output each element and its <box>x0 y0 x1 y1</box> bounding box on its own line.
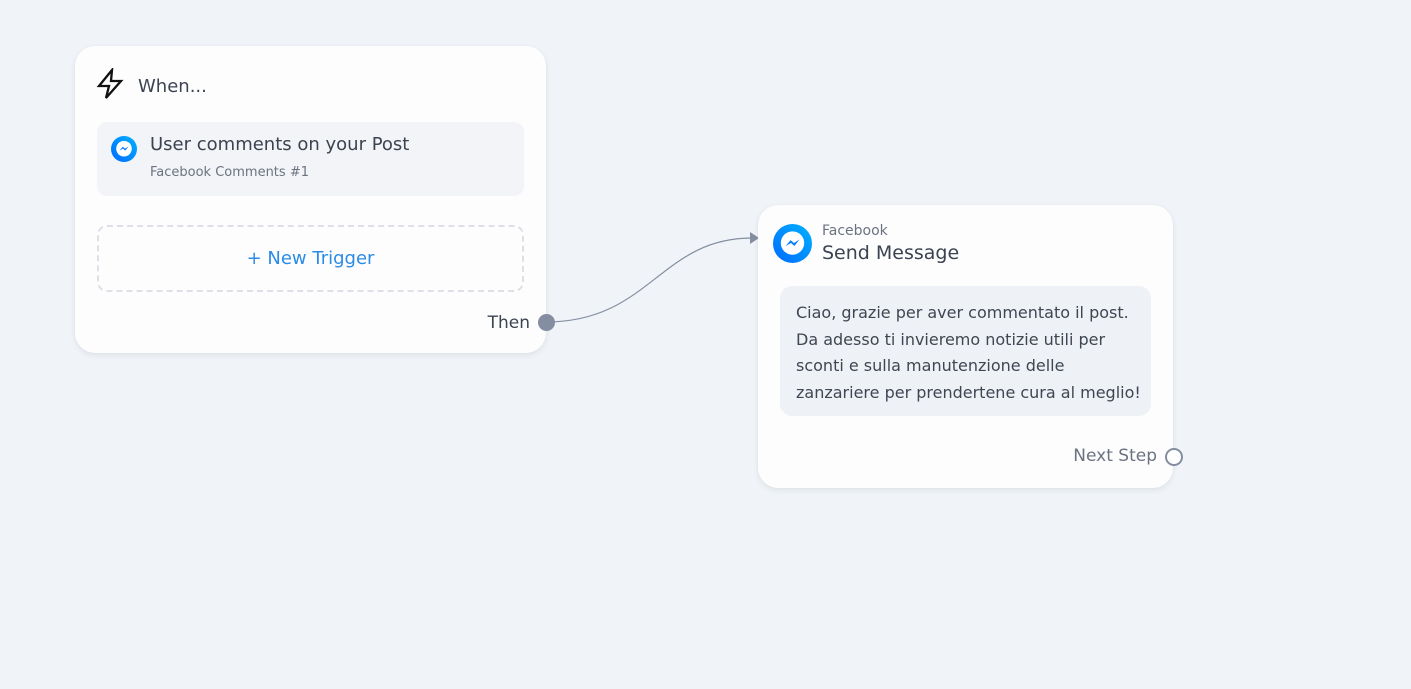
new-trigger-button[interactable]: + New Trigger <box>97 225 524 292</box>
trigger-subtitle: Facebook Comments #1 <box>150 165 309 180</box>
then-label: Then <box>487 313 530 333</box>
next-step-label: Next Step <box>1073 446 1157 466</box>
lightning-bolt-icon <box>95 66 125 104</box>
trigger-card[interactable]: When... User comments on your Post Faceb… <box>75 46 546 353</box>
facebook-messenger-icon <box>111 136 137 162</box>
message-preview[interactable]: Ciao, grazie per aver commentato il post… <box>780 286 1151 416</box>
next-step-output-handle[interactable] <box>1165 448 1183 466</box>
message-line: Da adesso ti invieremo notizie utili per <box>796 329 1106 349</box>
when-label: When... <box>138 75 207 97</box>
message-line: Ciao, grazie per aver commentato il post… <box>796 303 1129 322</box>
trigger-title: User comments on your Post <box>150 134 410 155</box>
action-title: Send Message <box>822 242 960 264</box>
message-line: zanzariere per prendertene cura al megli… <box>796 382 1141 402</box>
message-line: sconti e sulla manutenzione delle <box>796 356 1065 375</box>
action-provider-label: Facebook <box>822 223 888 239</box>
when-header: When... <box>95 66 207 104</box>
trigger-item[interactable]: User comments on your Post Facebook Comm… <box>97 122 524 196</box>
send-message-action-card[interactable]: Facebook Send Message Ciao, grazie per a… <box>758 205 1173 488</box>
then-output-handle[interactable] <box>538 314 555 331</box>
facebook-messenger-icon <box>773 224 812 263</box>
